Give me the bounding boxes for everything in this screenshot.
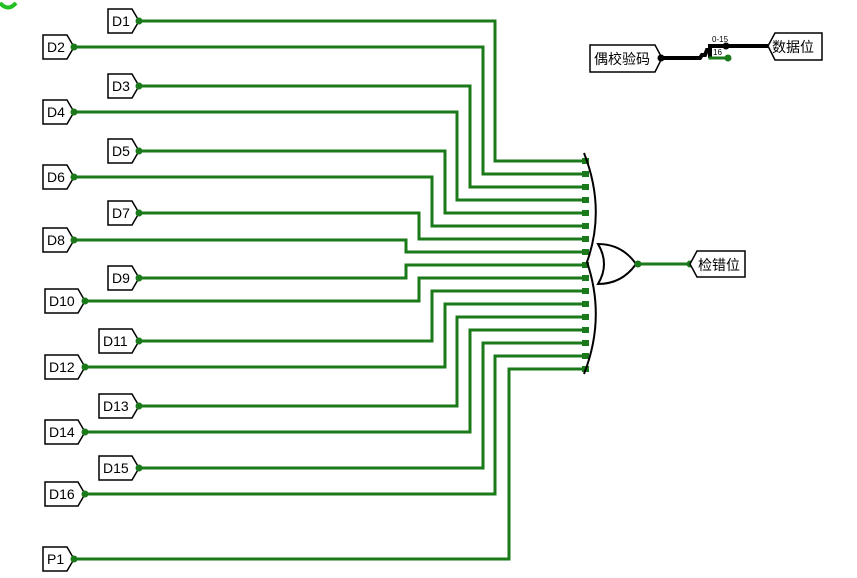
splitter-range-label: 0-15 [712,35,729,44]
wire-d14 [83,328,588,434]
input-label: P1 [47,551,64,567]
splitter-bit-label: 16 [713,48,722,57]
wire-d3 [137,84,588,189]
input-label: D14 [49,424,75,440]
input-pin-d3[interactable]: D3 [107,73,143,99]
wires-layer [72,19,588,561]
input-label: D3 [112,78,130,94]
input-pin-d7[interactable]: D7 [107,200,143,226]
wire-d16 [83,354,588,496]
input-pin-d14[interactable]: D14 [44,419,89,445]
input-label: D15 [103,460,129,476]
corner-indicator [0,1,18,10]
wire-d10 [83,276,588,303]
wire-d5 [137,149,588,215]
input-label: D5 [112,143,130,159]
input-label: D1 [112,13,130,29]
input-pin-d10[interactable]: D10 [44,288,89,314]
wire-d7 [137,211,588,241]
wire-d9 [137,263,588,280]
input-pin-d4[interactable]: D4 [42,99,78,125]
wire-d8 [72,238,588,254]
wire-d12 [83,302,588,369]
wire-d13 [137,315,588,408]
wire-d11 [137,289,588,343]
wire-d6 [72,175,588,228]
input-pin-d5[interactable]: D5 [107,138,143,164]
input-pin-d13[interactable]: D13 [98,393,143,419]
input-label: D9 [112,270,130,286]
input-label: D12 [49,359,75,375]
wire-p1 [72,367,588,561]
input-label: D4 [47,104,65,120]
input-label: D10 [49,293,75,309]
input-pin-d8[interactable]: D8 [42,227,78,253]
or-gate-body [596,242,638,286]
input-pin-d9[interactable]: D9 [107,265,143,291]
input-label: D2 [47,39,65,55]
input-pin-d15[interactable]: D15 [98,455,143,481]
input-label: D7 [112,205,130,221]
input-label: D8 [47,232,65,248]
wire-d4 [72,110,588,202]
input-pin-d11[interactable]: D11 [98,328,143,354]
or-gate[interactable] [582,152,638,375]
splitter-source-label: 偶校验码 [594,51,650,67]
splitter-target-pin [767,32,823,61]
input-pin-d12[interactable]: D12 [44,354,89,380]
splitter-target-label: 数据位 [772,39,814,55]
input-pin-d6[interactable]: D6 [42,164,78,190]
splitter[interactable]: 偶校验码 0-15 16 数据位 [589,32,823,73]
wire-d15 [137,341,588,470]
input-pin-d16[interactable]: D16 [44,481,89,507]
input-label: D16 [49,486,75,502]
input-label: D13 [103,398,129,414]
pins-layer: D1D2D3D4D5D6D7D8D9D10D11D12D13D14D15D16P… [42,8,143,572]
input-label: D6 [47,169,65,185]
wire-d2 [72,45,588,176]
wire-d1 [137,19,588,163]
input-label: D11 [103,333,128,349]
input-pin-d2[interactable]: D2 [42,34,78,60]
output-pin[interactable]: 检错位 [634,250,746,278]
splitter-source-pin [589,44,663,73]
input-pin-p1[interactable]: P1 [42,546,78,572]
output-label: 检错位 [698,257,740,273]
input-pin-d1[interactable]: D1 [107,8,143,34]
